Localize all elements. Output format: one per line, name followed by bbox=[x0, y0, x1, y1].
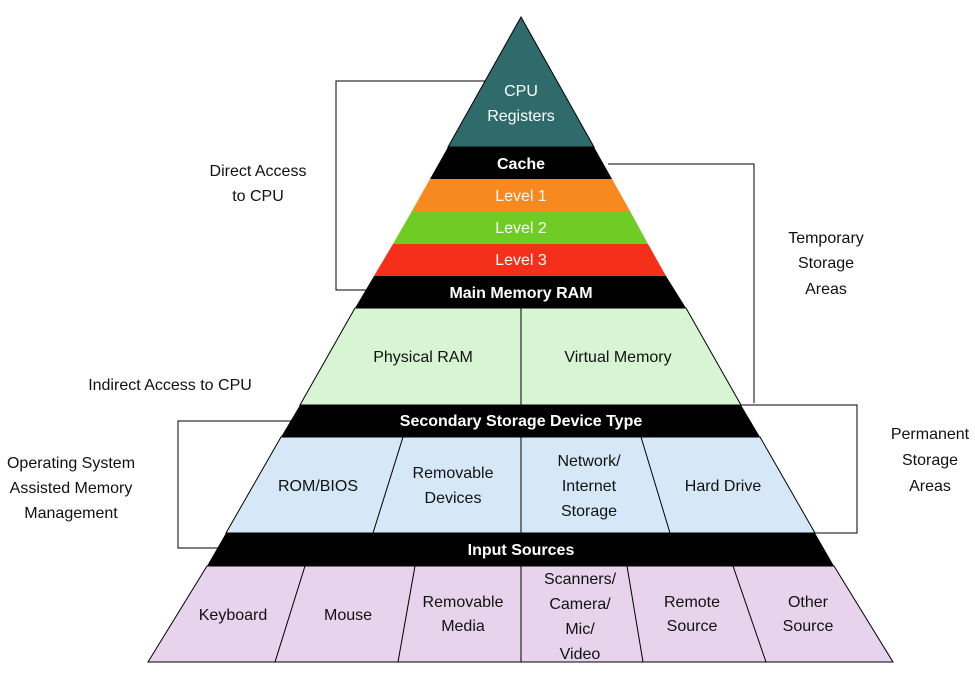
scanners-label-line2: Camera/ bbox=[549, 596, 611, 613]
secondary-storage-band bbox=[281, 405, 760, 437]
secondary-divider-3 bbox=[640, 436, 671, 534]
level2-tier bbox=[393, 211, 648, 244]
cpu-label-line1: CPU bbox=[504, 83, 538, 100]
input-divider-2 bbox=[397, 565, 416, 663]
removable-media-label-line1: Removable bbox=[423, 594, 504, 611]
removable-devices-label-line1: Removable bbox=[413, 465, 494, 482]
remote-source-label-line1: Remote bbox=[664, 594, 720, 611]
scanners-label-line3: Mic/ bbox=[565, 621, 595, 638]
main-memory-label: Main Memory RAM bbox=[449, 285, 592, 302]
virtual-memory-label: Virtual Memory bbox=[564, 349, 671, 366]
permanent-storage-bracket bbox=[740, 404, 858, 534]
permanent-label-line3: Areas bbox=[909, 478, 951, 495]
cpu-registers-tier bbox=[447, 15, 595, 148]
secondary-storage-label: Secondary Storage Device Type bbox=[400, 413, 643, 430]
temporary-label-line1: Temporary bbox=[788, 230, 864, 247]
scanners-label-line1: Scanners/ bbox=[544, 571, 617, 588]
input-divider-4 bbox=[626, 565, 644, 663]
rom-bios-label: ROM/BIOS bbox=[278, 478, 358, 495]
level1-tier bbox=[412, 179, 630, 211]
removable-media-label-line2: Media bbox=[441, 618, 485, 635]
temporary-storage-bracket bbox=[608, 163, 755, 403]
secondary-divider-1 bbox=[372, 436, 404, 534]
direct-access-bracket bbox=[335, 80, 485, 291]
network-storage-label-line3: Storage bbox=[561, 503, 617, 520]
os-assisted-label-line2: Assisted Memory bbox=[10, 480, 133, 497]
level1-label: Level 1 bbox=[495, 188, 547, 205]
level3-tier bbox=[374, 244, 666, 276]
input-divider-5 bbox=[732, 565, 767, 663]
cpu-label-line2: Registers bbox=[487, 108, 555, 125]
hard-drive-label: Hard Drive bbox=[685, 478, 762, 495]
removable-devices-label-line2: Devices bbox=[425, 490, 482, 507]
temporary-label-line3: Areas bbox=[805, 281, 847, 298]
os-assisted-bracket bbox=[177, 420, 294, 549]
other-source-label-line1: Other bbox=[788, 594, 829, 611]
physical-ram-label: Physical RAM bbox=[373, 349, 473, 366]
os-assisted-label-line3: Management bbox=[24, 505, 118, 522]
cache-label: Cache bbox=[497, 156, 545, 173]
keyboard-label: Keyboard bbox=[199, 607, 268, 624]
network-storage-label-line1: Network/ bbox=[557, 453, 621, 470]
permanent-label-line1: Permanent bbox=[891, 426, 970, 443]
input-sources-band bbox=[207, 533, 834, 566]
level3-label: Level 3 bbox=[495, 252, 547, 269]
direct-access-label-line1: Direct Access bbox=[210, 163, 307, 180]
input-sources-label: Input Sources bbox=[468, 542, 575, 559]
remote-source-label-line2: Source bbox=[667, 618, 718, 635]
temporary-label-line2: Storage bbox=[798, 255, 854, 272]
cache-band bbox=[430, 147, 612, 179]
level2-label: Level 2 bbox=[495, 220, 547, 237]
main-memory-band bbox=[355, 276, 686, 308]
network-storage-label-line2: Internet bbox=[562, 478, 617, 495]
permanent-label-line2: Storage bbox=[902, 452, 958, 469]
os-assisted-label-line1: Operating System bbox=[7, 455, 135, 472]
input-divider-1 bbox=[274, 565, 306, 663]
other-source-label-line2: Source bbox=[783, 618, 834, 635]
indirect-access-label: Indirect Access to CPU bbox=[88, 377, 252, 394]
direct-access-label-line2: to CPU bbox=[232, 188, 284, 205]
mouse-label: Mouse bbox=[324, 607, 372, 624]
scanners-label-line4: Video bbox=[560, 646, 601, 663]
